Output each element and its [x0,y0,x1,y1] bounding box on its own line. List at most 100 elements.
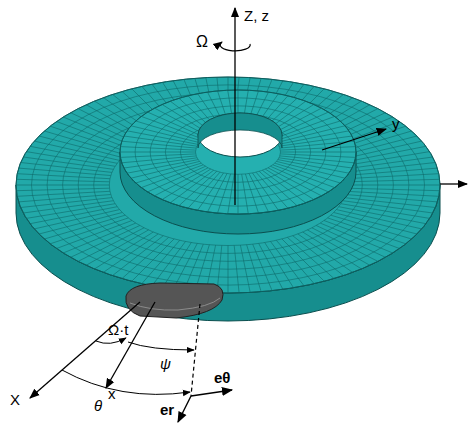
mesh-spoke [347,185,440,186]
mesh-spoke [141,116,203,139]
mesh-spoke [23,157,113,169]
mesh-spoke [312,228,378,262]
mesh-spoke [320,223,393,253]
mesh-spoke [256,172,288,208]
mesh-spoke [298,234,353,273]
mesh-spoke [124,136,197,146]
axis-label: ψ [160,356,171,371]
mesh-spoke [238,174,239,214]
mesh-spoke [131,161,199,178]
mesh-spoke [127,131,198,145]
mesh-spoke [268,168,321,196]
mesh-spoke [132,239,174,281]
mesh-spoke [346,174,439,179]
axis-label: y [392,116,400,131]
mesh-spoke [136,163,201,183]
mesh-spoke [30,207,117,224]
mesh-ring [16,77,440,293]
mesh-spoke [347,179,440,182]
mesh-spoke [26,204,115,219]
mesh-spoke [44,131,125,155]
mesh-spoke [136,121,201,141]
mesh-spoke [127,160,198,174]
mesh-spoke [16,185,109,186]
mesh-spoke [343,201,433,213]
mesh-spoke [307,230,370,265]
mesh-spoke [259,171,297,205]
mesh-spoke [316,226,385,258]
mesh-spoke [95,232,154,269]
mesh-spoke [39,213,122,235]
mesh-spoke [162,169,211,199]
axis-label: X [10,392,20,407]
mesh-spoke [234,245,239,293]
mesh-spoke [345,195,437,202]
mesh-spoke [277,126,345,143]
mesh-spoke [78,228,144,262]
axis-label: eθ [214,370,230,385]
mesh-spoke [278,160,349,174]
mesh-spoke [148,112,206,138]
mesh-spoke [278,131,349,145]
mesh-spoke [57,221,133,249]
mesh-spoke [253,173,279,210]
mesh-spoke [344,163,435,173]
mesh-spoke [293,236,344,276]
axis-label: er [160,402,174,417]
mesh-spoke [275,163,340,183]
mesh-spoke [265,243,294,288]
mesh-spoke [337,210,422,229]
mesh-spoke [148,166,206,192]
mesh-spoke [271,242,305,286]
mesh-spoke [282,239,324,281]
axis-label: x [108,386,116,401]
axis-label: θ [94,398,102,413]
mesh-spoke [16,188,109,191]
mesh-spoke [179,171,217,205]
mesh-spoke [280,147,355,151]
axis-label: Ω [196,34,208,50]
mesh-spoke [331,215,412,239]
mesh-spoke [281,152,357,153]
mesh-spoke [334,213,417,235]
mesh-spoke [170,170,213,203]
mesh-spoke [155,168,208,196]
mesh-spoke [17,191,110,196]
mesh-spoke [228,246,229,294]
mesh-spoke [50,218,128,244]
mesh-spoke [240,245,250,292]
mesh-spoke [347,188,440,191]
mesh-spoke [279,158,352,168]
axis-label: Ω·t [108,322,128,337]
mesh-spoke [198,173,224,210]
mesh-spoke [26,152,115,167]
mesh-spoke [152,242,186,286]
mesh-spoke [142,240,180,283]
mesh-spoke [34,141,119,160]
mesh-spoke [16,179,109,182]
mesh-spoke [341,204,430,219]
mesh-spoke [265,169,314,199]
mesh-spoke [120,154,195,158]
mesh-spoke [259,243,283,289]
mesh-spoke [242,174,249,214]
mesh-spoke [287,237,334,278]
mesh-spoke [34,210,119,229]
axis-label: Z, z [244,8,269,23]
mesh-spoke [173,243,197,289]
mesh-spoke [276,240,314,283]
mesh-spoke [208,174,228,212]
mesh-spoke [273,165,335,188]
mesh-spoke [86,230,149,265]
mesh-spoke [21,198,112,208]
mesh-spoke [253,244,272,290]
mesh-spoke [39,136,122,158]
mesh-spoke [275,121,340,141]
mesh-spoke [19,168,111,175]
mesh-spoke [163,243,192,288]
mesh-ring [120,90,356,214]
mesh-spoke [122,237,169,278]
mesh-spoke [271,166,329,192]
